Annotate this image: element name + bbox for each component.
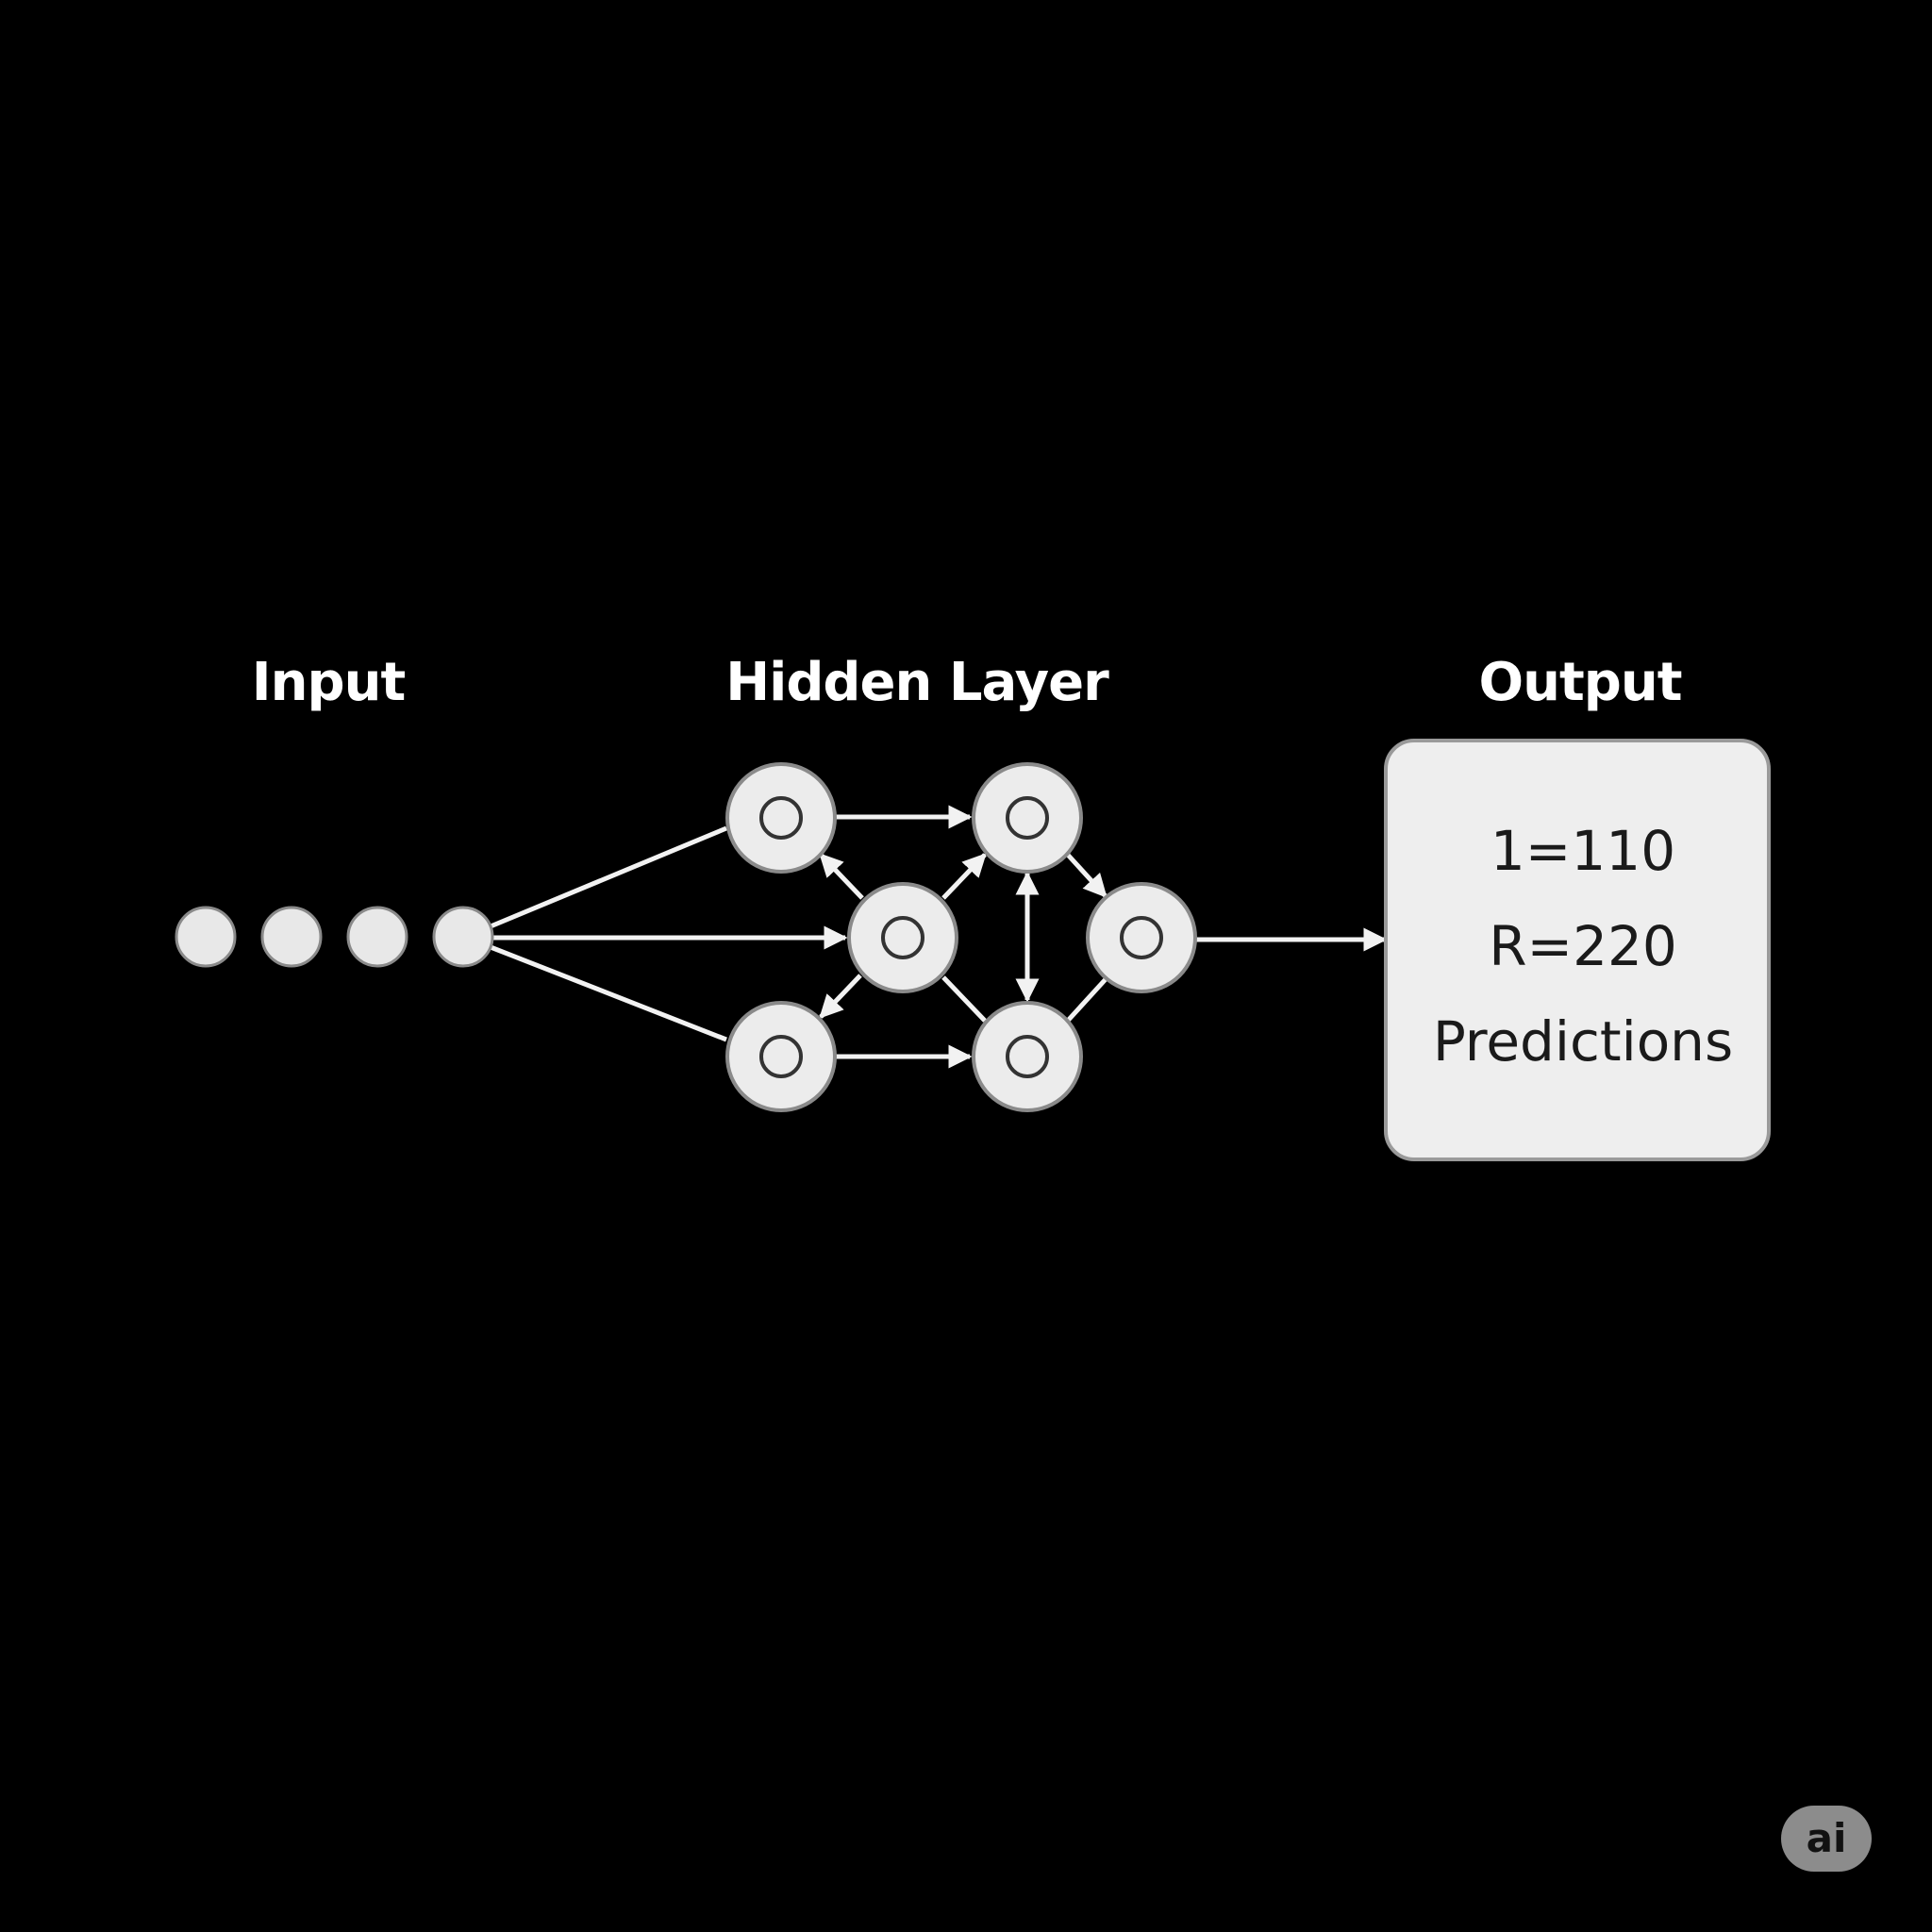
- hidden-node: [725, 762, 837, 874]
- input-node: [260, 906, 323, 968]
- edge-h3-h5: [941, 975, 987, 1023]
- hidden-node: [725, 1001, 837, 1112]
- input-nodes: [175, 906, 494, 968]
- output-line-3: Predictions: [1433, 1009, 1733, 1074]
- hidden-node: [847, 882, 958, 993]
- hidden-node: [1086, 882, 1197, 993]
- edge-input-h4: [490, 944, 727, 1042]
- hidden-node: [972, 762, 1083, 874]
- edges: [490, 805, 1388, 1069]
- ai-badge: ai: [1781, 1806, 1872, 1872]
- hidden-nodes: [725, 762, 1197, 1112]
- input-title: Input: [252, 652, 406, 713]
- hidden-node: [972, 1001, 1083, 1112]
- input-node: [175, 906, 237, 968]
- output-box: 1=110 R=220 Predictions: [1384, 739, 1771, 1161]
- edge-h3-h1: [819, 853, 864, 900]
- input-node: [346, 906, 408, 968]
- output-line-2: R=220: [1489, 914, 1677, 978]
- output-title: Output: [1479, 652, 1682, 713]
- edge-h2-h6: [1064, 851, 1108, 898]
- edge-h5-h6: [1064, 977, 1108, 1024]
- input-node: [432, 906, 494, 968]
- hidden-layer-title: Hidden Layer: [725, 652, 1109, 713]
- edge-input-h1: [490, 825, 727, 929]
- edge-h3-h4: [819, 974, 862, 1019]
- edge-h3-h2: [941, 853, 987, 900]
- output-line-1: 1=110: [1491, 819, 1675, 883]
